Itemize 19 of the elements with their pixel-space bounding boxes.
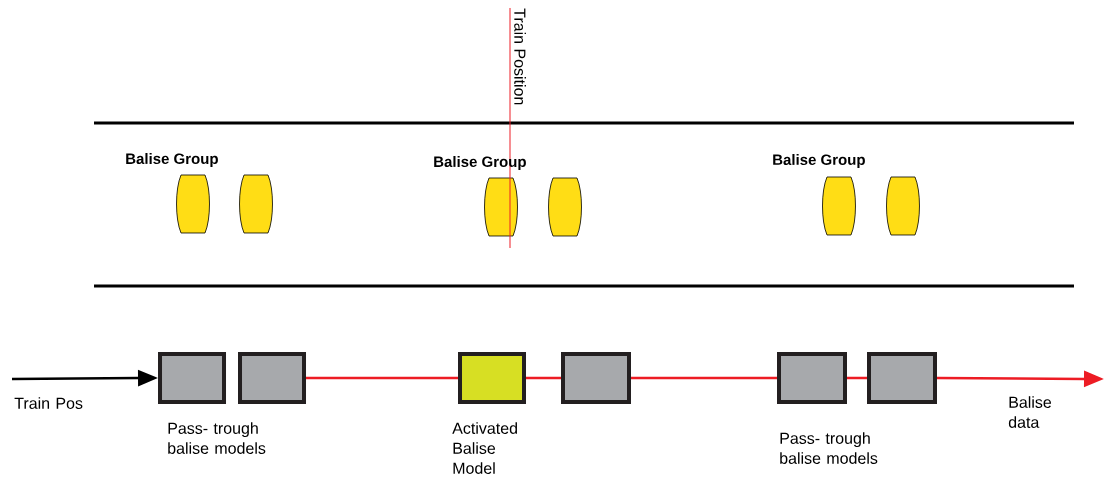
balise-model-box [158, 352, 226, 404]
caption: Pass- trough balise models [168, 422, 266, 454]
caption: Pass- trough balise models [780, 432, 878, 464]
edge-label: Train Pos [14, 397, 83, 409]
model-label: Activated Balise Model [452, 422, 517, 474]
connector [631, 376, 777, 380]
group-label: Balise Group [126, 153, 218, 167]
edge-label: Balise data [1008, 396, 1052, 428]
balise-model-box [867, 352, 937, 404]
connector [526, 376, 561, 380]
balise-model-box [777, 352, 847, 404]
group-label: Balise Group [434, 156, 526, 170]
connector [306, 376, 458, 380]
group-label: Balise Group [773, 154, 865, 168]
balise-model-box [238, 352, 306, 404]
balise-model-box [561, 352, 631, 404]
marker-label: Train Position [514, 8, 526, 105]
balise-model-box [458, 352, 526, 404]
connector [847, 376, 867, 380]
